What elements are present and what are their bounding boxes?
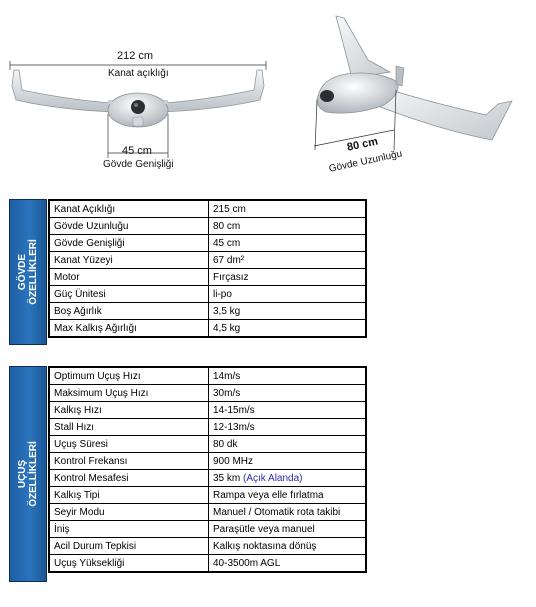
spec-key: Kalkış Tipi — [48, 486, 209, 504]
spec-row: Maksimum Uçuş Hızı 30m/s — [48, 384, 367, 402]
spec-value-note: (Açık Alanda) — [243, 472, 303, 484]
spec-value-text: 14-15m/s — [213, 404, 255, 416]
spec-value-text: 67 dm² — [213, 254, 245, 266]
spec-row: Motor Fırçasız — [48, 268, 367, 286]
spec-row: Uçuş Süresi 80 dk — [48, 435, 367, 453]
body-width-value: 45 cm — [122, 145, 152, 157]
spec-value: Paraşütle veya manuel — [208, 520, 367, 538]
spec-value-text: Paraşütle veya manuel — [213, 523, 315, 535]
spec-row: Güç Ünitesi li-po — [48, 285, 367, 303]
uav-dimension-figure: 212 cm Kanat açıklığı 45 cm Gövde Genişl… — [0, 0, 536, 190]
spec-value-text: 14m/s — [213, 370, 241, 382]
spec-value: Kalkış noktasına dönüş — [208, 537, 367, 555]
spec-value-text: 900 MHz — [213, 455, 254, 467]
spec-value-text: 3,5 kg — [213, 305, 241, 317]
spec-key: Kanat Açıklığı — [48, 199, 209, 218]
spec-key: Uçuş Yüksekliği — [48, 554, 209, 573]
spec-value: 14-15m/s — [208, 401, 367, 419]
spec-key: Motor — [48, 268, 209, 286]
spec-value: 12-13m/s — [208, 418, 367, 436]
spec-value-text: Rampa veya elle fırlatma — [213, 489, 324, 501]
spec-row: Kalkış Hızı 14-15m/s — [48, 401, 367, 419]
spec-key: Kontrol Mesafesi — [48, 469, 209, 487]
spec-value: 4,5 kg — [208, 319, 367, 338]
spec-value: 40-3500m AGL — [208, 554, 367, 573]
spec-value-text: 80 cm — [213, 220, 241, 232]
spec-key: Kalkış Hızı — [48, 401, 209, 419]
spec-row: Gövde Uzunluğu 80 cm — [48, 217, 367, 235]
spec-key: Maksimum Uçuş Hızı — [48, 384, 209, 402]
spec-value-text: 4,5 kg — [213, 322, 241, 334]
spec-value-text: 80 dk — [213, 438, 238, 450]
body-width-label: Gövde Genişliği — [103, 159, 174, 170]
spec-value: 14m/s — [208, 366, 367, 385]
spec-key: İniş — [48, 520, 209, 538]
spec-value-text: 30m/s — [213, 387, 241, 399]
spec-value-text: li-po — [213, 288, 232, 300]
spec-value: Fırçasız — [208, 268, 367, 286]
spec-key: Acil Durum Tepkisi — [48, 537, 209, 555]
spec-value-text: Fırçasız — [213, 271, 249, 283]
spec-key: Kanat Yüzeyi — [48, 251, 209, 269]
perspective-view-dimensions — [313, 89, 397, 151]
uav-drawings — [9, 15, 513, 158]
spec-row: Kalkış Tipi Rampa veya elle fırlatma — [48, 486, 367, 504]
spec-key: Uçuş Süresi — [48, 435, 209, 453]
spec-value: 215 cm — [208, 199, 367, 218]
front-view-uav — [11, 69, 265, 128]
spec-key: Seyir Modu — [48, 503, 209, 521]
spec-row: Seyir Modu Manuel / Otomatik rota takibi — [48, 503, 367, 521]
spec-value-text: Kalkış noktasına dönüş — [213, 540, 317, 552]
spec-value-text: Manuel / Otomatik rota takibi — [213, 506, 341, 518]
spec-key: Gövde Uzunluğu — [48, 217, 209, 235]
spec-row: Gövde Genişliği 45 cm — [48, 234, 367, 252]
spec-value-text: 35 km — [213, 472, 241, 484]
spec-value: 45 cm — [208, 234, 367, 252]
front-view-dimensions — [9, 61, 267, 158]
spec-key: Boş Ağırlık — [48, 302, 209, 320]
spec-row: İniş Paraşütle veya manuel — [48, 520, 367, 538]
perspective-view-uav — [316, 15, 513, 141]
spec-value: 67 dm² — [208, 251, 367, 269]
spec-key: Max Kalkış Ağırlığı — [48, 319, 209, 338]
spec-value-text: 40-3500m AGL — [213, 557, 281, 569]
wingspan-value: 212 cm — [117, 50, 154, 62]
spec-value: Manuel / Otomatik rota takibi — [208, 503, 367, 521]
spec-value: 80 cm — [208, 217, 367, 235]
spec-value: 3,5 kg — [208, 302, 367, 320]
spec-key: Güç Ünitesi — [48, 285, 209, 303]
spec-key: Optimum Uçuş Hızı — [48, 366, 209, 385]
spec-row: Max Kalkış Ağırlığı 4,5 kg — [48, 319, 367, 338]
spec-value-text: 45 cm — [213, 237, 241, 249]
spec-value: Rampa veya elle fırlatma — [208, 486, 367, 504]
spec-value: li-po — [208, 285, 367, 303]
spec-value-text: 215 cm — [213, 203, 246, 215]
spec-row: Kanat Yüzeyi 67 dm² — [48, 251, 367, 269]
spec-row: Optimum Uçuş Hızı 14m/s — [48, 366, 367, 385]
spec-row: Stall Hızı 12-13m/s — [48, 418, 367, 436]
spec-row: Acil Durum Tepkisi Kalkış noktasına dönüş — [48, 537, 367, 555]
wingspan-label: Kanat açıklığı — [108, 68, 169, 79]
spec-value: 80 dk — [208, 435, 367, 453]
spec-value-text: 12-13m/s — [213, 421, 255, 433]
spec-value: 35 km (Açık Alanda) — [208, 469, 367, 487]
spec-row: Kontrol Frekansı 900 MHz — [48, 452, 367, 470]
spec-row: Kanat Açıklığı 215 cm — [48, 199, 367, 218]
spec-key: Kontrol Frekansı — [48, 452, 209, 470]
spec-row: Uçuş Yüksekliği 40-3500m AGL — [48, 554, 367, 573]
spec-value: 900 MHz — [208, 452, 367, 470]
spec-value: 30m/s — [208, 384, 367, 402]
spec-key: Gövde Genişliği — [48, 234, 209, 252]
spec-row: Boş Ağırlık 3,5 kg — [48, 302, 367, 320]
spec-key: Stall Hızı — [48, 418, 209, 436]
